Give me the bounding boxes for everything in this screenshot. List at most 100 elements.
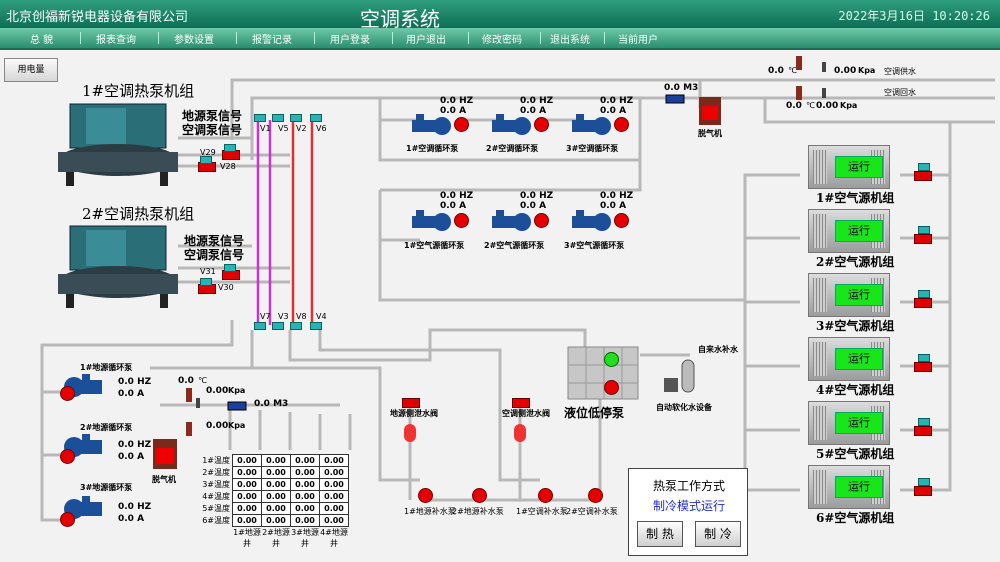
datetime-display: 2022年3月16日 10:20:26 (838, 9, 990, 23)
air-unit-3[interactable]: 运行 (808, 273, 890, 317)
water-softener (664, 359, 695, 393)
power-usage-button[interactable]: 用电量 (4, 58, 58, 82)
ground-expansion-tank (404, 424, 416, 442)
ac-pump-3[interactable] (572, 112, 612, 138)
title-bar (0, 0, 1000, 28)
air-unit-5-label: 5#空气源机组 (816, 447, 895, 461)
tank-level-low (604, 380, 619, 395)
air-unit-4[interactable]: 运行 (808, 337, 890, 381)
menu-change-password[interactable]: 修改密码 (482, 35, 522, 46)
valve-v7-label[interactable]: V7 (260, 312, 271, 321)
air-pump-1-label: 1#空气源循环泵 (404, 241, 465, 250)
air-pump-2-label: 2#空气源循环泵 (484, 241, 545, 250)
air-unit-2-label: 2#空气源机组 (816, 255, 895, 269)
ac-pump-2-freq: 0.0 HZ (520, 96, 554, 106)
menu-exit-system[interactable]: 退出系统 (550, 35, 590, 46)
ground-pump-2-status (60, 449, 75, 464)
ground-drain-valve-label: 地源侧泄水阀 (390, 409, 438, 418)
cooling-button[interactable]: 制 冷 (695, 521, 741, 547)
air-unit-1-valve[interactable] (914, 171, 932, 181)
ac-pump-2-current: 0.0 A (520, 106, 547, 116)
tank-low-level-label: 液位低停泵 (564, 406, 625, 420)
ac-pump-3-status (614, 117, 629, 132)
valve-v4-label[interactable]: V4 (316, 312, 327, 321)
ac-pump-1[interactable] (412, 112, 452, 138)
ac-drain-valve-label: 空调侧泄水阀 (502, 409, 550, 418)
ground-pressure-gauge (196, 398, 200, 408)
water-tank (567, 346, 639, 400)
menu-user-login[interactable]: 用户登录 (330, 35, 370, 46)
ac-pump-2[interactable] (492, 112, 532, 138)
ac-pump-1-current: 0.0 A (440, 106, 467, 116)
ac-makeup-pump-2[interactable] (588, 488, 603, 503)
valve-v2-label[interactable]: V2 (296, 124, 307, 133)
ground-drain-valve[interactable] (402, 398, 420, 408)
air-unit-2[interactable]: 运行 (808, 209, 890, 253)
air-pump-3-freq: 0.0 HZ (600, 191, 634, 201)
softener-label: 自动软化水设备 (656, 403, 712, 412)
ground-pump-2[interactable] (62, 432, 106, 462)
ac-makeup-pump-1[interactable] (538, 488, 553, 503)
air-pump-2-current: 0.0 A (520, 201, 547, 211)
menu-alarm-records[interactable]: 报警记录 (252, 35, 292, 46)
air-pump-1[interactable] (412, 208, 452, 234)
air-unit-6-label: 6#空气源机组 (816, 511, 895, 525)
v30-indicator (200, 278, 212, 286)
v5-indicator (272, 114, 284, 122)
menu-user-logout[interactable]: 用户退出 (406, 35, 446, 46)
air-unit-5[interactable]: 运行 (808, 401, 890, 445)
air-unit-6-indicator (918, 478, 930, 486)
air-unit-6-valve[interactable] (914, 486, 932, 496)
ground-makeup-pump-1[interactable] (418, 488, 433, 503)
air-unit-3-valve[interactable] (914, 298, 932, 308)
air-unit-4-status: 运行 (835, 348, 883, 370)
tap-water-label: 自来水补水 (698, 345, 738, 354)
v31-indicator (224, 264, 236, 272)
valve-v1-label[interactable]: V1 (260, 124, 271, 133)
valve-v5-label[interactable]: V5 (278, 124, 289, 133)
ground-pump-3-freq: 0.0 HZ (118, 502, 152, 512)
supply-temp: 0.0 (768, 66, 784, 76)
ground-pressure-1-unit: Kpa (228, 386, 246, 395)
air-pump-2[interactable] (492, 208, 532, 234)
valve-v8-label[interactable]: V8 (296, 312, 307, 321)
heating-button[interactable]: 制 热 (637, 521, 683, 547)
ground-makeup-pump-2-label: 2#地源补水泵 (452, 507, 504, 516)
chiller-1[interactable] (56, 100, 180, 190)
degas-unit-top[interactable] (698, 96, 722, 126)
ac-makeup-pump-1-label: 1#空调补水泵 (516, 507, 568, 516)
air-unit-2-valve[interactable] (914, 234, 932, 244)
ground-pressure-1: 0.00 (206, 386, 229, 396)
ground-makeup-pump-2[interactable] (472, 488, 487, 503)
supply-temp-gauge (796, 56, 802, 70)
ac-pump-2-label: 2#空调循环泵 (486, 144, 539, 153)
degas-unit-bottom[interactable] (152, 438, 178, 470)
menu-param-settings[interactable]: 参数设置 (174, 35, 214, 46)
air-unit-1[interactable]: 运行 (808, 145, 890, 189)
ground-pressure2-gauge (186, 422, 192, 436)
menu-overview[interactable]: 总 貌 (30, 35, 54, 46)
air-unit-4-indicator (918, 354, 930, 362)
return-temp: 0.0 (786, 101, 802, 111)
air-unit-4-valve[interactable] (914, 362, 932, 372)
air-pump-3[interactable] (572, 208, 612, 234)
valve-v3-label[interactable]: V3 (278, 312, 289, 321)
air-pump-1-status (454, 213, 469, 228)
v6-indicator (310, 114, 322, 122)
air-unit-5-valve[interactable] (914, 426, 932, 436)
menu-report-query[interactable]: 报表查询 (96, 35, 136, 46)
return-pressure-gauge (822, 88, 826, 98)
menu-current-user[interactable]: 当前用户 (618, 35, 658, 46)
air-unit-6[interactable]: 运行 (808, 465, 890, 509)
valve-v6-label[interactable]: V6 (316, 124, 327, 133)
chiller-1-label: 1#空调热泵机组 (82, 82, 195, 100)
air-pump-2-status (534, 213, 549, 228)
ac-drain-valve[interactable] (512, 398, 530, 408)
chiller-2[interactable] (56, 222, 180, 312)
valve-v28-label: V28 (220, 162, 236, 171)
ac-pump-3-current: 0.0 A (600, 106, 627, 116)
